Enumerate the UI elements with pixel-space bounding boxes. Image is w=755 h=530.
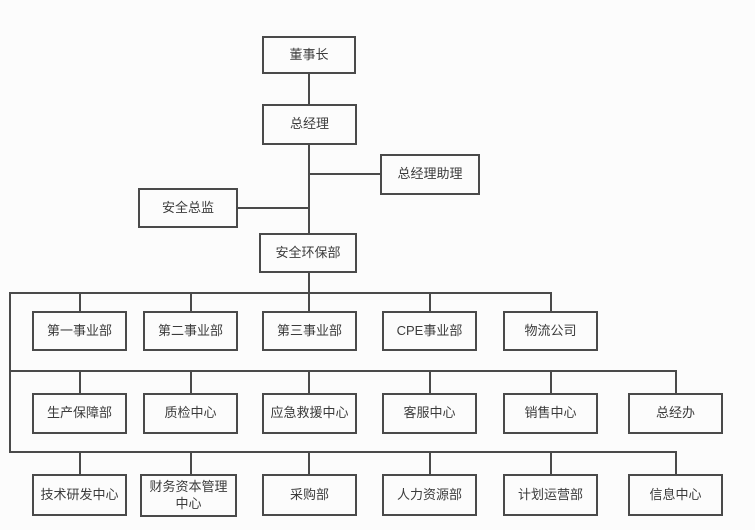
org-node-quality-inspection-center: 质检中心 <box>143 393 238 434</box>
org-node-information-center: 信息中心 <box>628 474 723 516</box>
connector-drop <box>308 451 310 476</box>
org-node-sales-center: 销售中心 <box>503 393 598 434</box>
connector-bracket-tier2 <box>9 370 677 372</box>
org-node-customer-service-center: 客服中心 <box>382 393 477 434</box>
connector-drop <box>550 451 552 476</box>
connector-branch-safety-director <box>237 207 309 209</box>
connector-drop <box>190 451 192 476</box>
connector-drop <box>79 292 81 313</box>
org-node-safety-environment-dept: 安全环保部 <box>259 233 357 273</box>
org-node-division-2: 第二事业部 <box>143 311 238 351</box>
org-node-gm-office: 总经办 <box>628 393 723 434</box>
connector-drop <box>308 370 310 395</box>
org-node-procurement-dept: 采购部 <box>262 474 357 516</box>
org-node-chairman: 董事长 <box>262 36 356 74</box>
org-node-planning-operations-dept: 计划运营部 <box>503 474 598 516</box>
org-node-gm-assistant: 总经理助理 <box>380 154 480 195</box>
connector-spine-gm-safetyenv <box>308 145 310 234</box>
org-node-logistics-company: 物流公司 <box>503 311 598 351</box>
connector-drop <box>429 370 431 395</box>
org-node-tech-rd-center: 技术研发中心 <box>32 474 127 516</box>
connector-spine-safetyenv-bracket <box>308 273 310 293</box>
org-node-safety-director: 安全总监 <box>138 188 238 228</box>
org-node-general-manager: 总经理 <box>262 104 357 145</box>
org-node-division-1: 第一事业部 <box>32 311 127 351</box>
connector-drop <box>190 370 192 395</box>
connector-drop <box>79 370 81 395</box>
connector-drop <box>429 451 431 476</box>
connector-drop <box>308 292 310 313</box>
org-node-finance-capital-mgmt-center: 财务资本管理中心 <box>140 474 237 517</box>
connector-drop <box>550 370 552 395</box>
connector-bracket-tier3 <box>9 451 677 453</box>
connector-drop <box>190 292 192 313</box>
org-node-hr-dept: 人力资源部 <box>382 474 477 516</box>
connector-drop <box>429 292 431 313</box>
connector-drop <box>79 451 81 476</box>
org-node-cpe-division: CPE事业部 <box>382 311 477 351</box>
connector-drop <box>675 370 677 395</box>
connector-drop <box>675 451 677 476</box>
connector-bracket-tier1 <box>9 292 552 294</box>
connector-left-rail <box>9 292 11 453</box>
org-node-production-support-dept: 生产保障部 <box>32 393 127 434</box>
org-node-emergency-rescue-center: 应急救援中心 <box>262 393 357 434</box>
connector-branch-gm-assistant <box>309 173 381 175</box>
connector-drop <box>550 292 552 313</box>
connector-spine-chairman-gm <box>308 74 310 105</box>
org-node-division-3: 第三事业部 <box>262 311 357 351</box>
